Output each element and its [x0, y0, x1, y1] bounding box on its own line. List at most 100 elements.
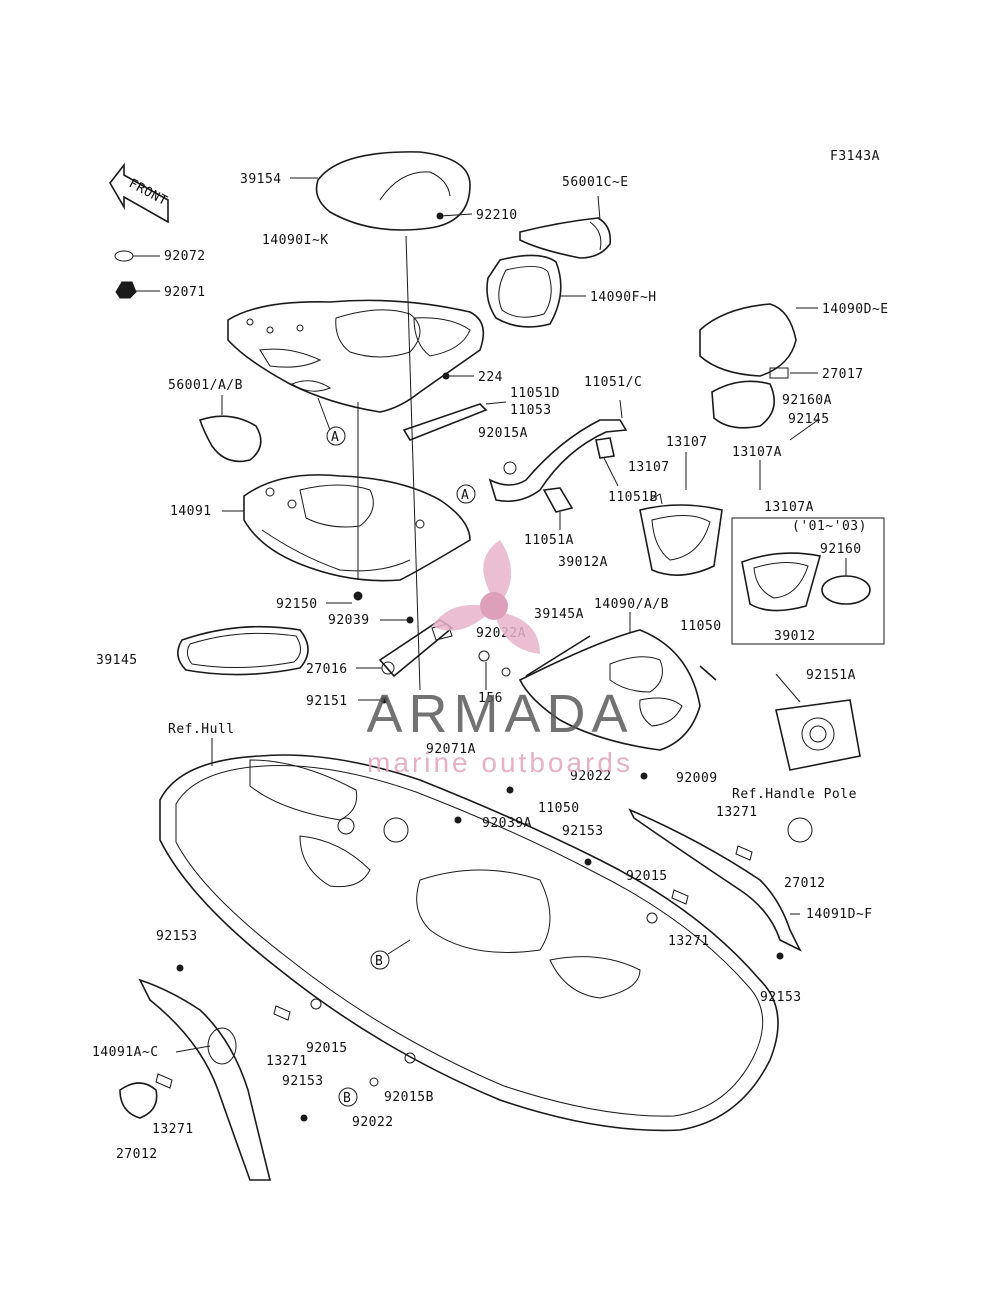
- part-label-92009: 92009: [676, 771, 718, 786]
- part-label-92145: 92145: [788, 412, 830, 427]
- part-label-92039: 92039: [328, 613, 370, 628]
- part-label-39154: 39154: [240, 172, 282, 187]
- part-label-refhandle: Ref.Handle Pole: [732, 787, 857, 802]
- gasket-39145: [177, 625, 309, 676]
- watermark-tagline: marine outboards: [367, 747, 633, 778]
- part-label-13271c: 13271: [266, 1054, 308, 1069]
- part-label-92072: 92072: [164, 249, 206, 264]
- bracket-11051A: [542, 487, 574, 530]
- part-label-13107aa: 13107A: [732, 445, 782, 460]
- part-label-92153d: 92153: [282, 1074, 324, 1089]
- strip-14091A-C: [119, 978, 272, 1181]
- deck-14090-A-B: [518, 612, 701, 751]
- part-label-14090fh: 14090F~H: [590, 290, 657, 305]
- bolt-92150-icon: [326, 591, 363, 604]
- part-label-92022a: 92022: [570, 769, 612, 784]
- part-label-92150: 92150: [276, 597, 318, 612]
- bolt-156-icon: [478, 650, 511, 690]
- part-label-14090ab: 14090/A/B: [594, 597, 669, 612]
- part-label-56001ab: 56001/A/B: [168, 378, 243, 393]
- inset-box-01-03: [731, 517, 885, 645]
- part-label-11051a: 11051A: [524, 533, 574, 548]
- part-label-39145: 39145: [96, 653, 138, 668]
- seat-cover-39154: [290, 151, 471, 231]
- callout-b-1: B: [370, 939, 411, 970]
- screw-224-icon: [442, 372, 474, 380]
- part-label-92153a: 92153: [562, 824, 604, 839]
- part-label-14091: 14091: [170, 504, 212, 519]
- part-label-92015b: 92015B: [384, 1090, 434, 1105]
- part-label-27017: 27017: [822, 367, 864, 382]
- callout-a-1: A: [317, 397, 346, 446]
- part-label-92071a: 92071A: [426, 742, 476, 757]
- storage-cup-39012A: [639, 504, 723, 576]
- callout-b-2: B: [338, 1087, 358, 1107]
- screw-92210-icon: [436, 212, 473, 220]
- part-label-92039a: 92039A: [482, 816, 532, 831]
- callout-a-2: A: [456, 484, 476, 504]
- part-label-11053: 11053: [510, 403, 552, 418]
- part-label-27016: 27016: [306, 662, 348, 677]
- part-label-14090de: 14090D~E: [822, 302, 889, 317]
- part-label-92015b: 92015: [306, 1041, 348, 1056]
- pin-11050-icon: [699, 665, 717, 681]
- nut-92071-icon: [115, 281, 160, 299]
- part-label-156: 156: [478, 691, 503, 706]
- part-label-11051d: 11051D: [510, 386, 560, 401]
- part-label-27012a: 27012: [784, 876, 826, 891]
- callout-label: A: [331, 430, 339, 445]
- screw-13107A-icon: [759, 419, 819, 490]
- part-label-14091df: 14091D~F: [806, 907, 873, 922]
- figure-code: F3143A: [830, 149, 880, 164]
- part-label-92151a: 92151A: [806, 668, 856, 683]
- hook-13107-icon: [649, 452, 687, 505]
- part-label-13107a: 13107: [666, 435, 708, 450]
- clip-92072-icon: [114, 250, 160, 262]
- callout-label: A: [461, 488, 469, 503]
- part-label-92153c: 92153: [760, 990, 802, 1005]
- part-label-92151: 92151: [306, 694, 348, 709]
- part-label-39012: 39012: [774, 629, 816, 644]
- part-label-11050b: 11050: [538, 801, 580, 816]
- part-label-11050a: 11050: [680, 619, 722, 634]
- watermark-brand: ARMADA: [366, 684, 633, 744]
- screw-92153-icon: [176, 772, 784, 1122]
- part-label-92015a: 92015A: [478, 426, 528, 441]
- callout-label: B: [343, 1091, 351, 1106]
- part-label-92071: 92071: [164, 285, 206, 300]
- part-label-13107b: 13107: [628, 460, 670, 475]
- armada-watermark: ARMADA marine outboards: [366, 540, 633, 778]
- part-label-14090ik: 14090I~K: [262, 233, 329, 248]
- bracket-11051B: [595, 437, 619, 487]
- part-label-13271a: 13271: [716, 805, 758, 820]
- part-label-92022b: 92022: [352, 1115, 394, 1130]
- cover-92151A: [775, 673, 861, 771]
- part-label-39145a: 39145A: [534, 607, 584, 622]
- propeller-logo-icon: [432, 540, 540, 654]
- nut-92015A-icon: [503, 461, 517, 475]
- hatch-lid-14090D-E: [699, 303, 818, 429]
- pad-56001-A-B: [198, 380, 332, 463]
- nut-92015B-icon: [369, 1077, 379, 1087]
- rod-39145A: [525, 635, 591, 677]
- part-label-13107ab: 13107A: [764, 500, 814, 515]
- part-label-92210: 92210: [476, 208, 518, 223]
- storage-bin-14091: [222, 474, 471, 582]
- part-label-11051c: 11051/C: [584, 375, 642, 390]
- part-label-92160: 92160: [820, 542, 862, 557]
- part-label-refhull: Ref.Hull: [168, 722, 235, 737]
- part-label-92153b: 92153: [156, 929, 198, 944]
- part-label-11051b: 11051B: [608, 490, 658, 505]
- strip-14091D-F: [628, 808, 813, 952]
- hull: [159, 738, 779, 1132]
- part-label-0103: ('01~'03): [792, 519, 867, 534]
- nut-92015-icon: [310, 912, 658, 1064]
- bracket-11051D: [402, 401, 507, 441]
- part-label-13271b: 13271: [668, 934, 710, 949]
- bracket-11051-C: [488, 399, 628, 503]
- clip-13271-icon: [671, 845, 753, 905]
- part-label-27012b: 27012: [116, 1147, 158, 1162]
- callout-label: B: [375, 954, 383, 969]
